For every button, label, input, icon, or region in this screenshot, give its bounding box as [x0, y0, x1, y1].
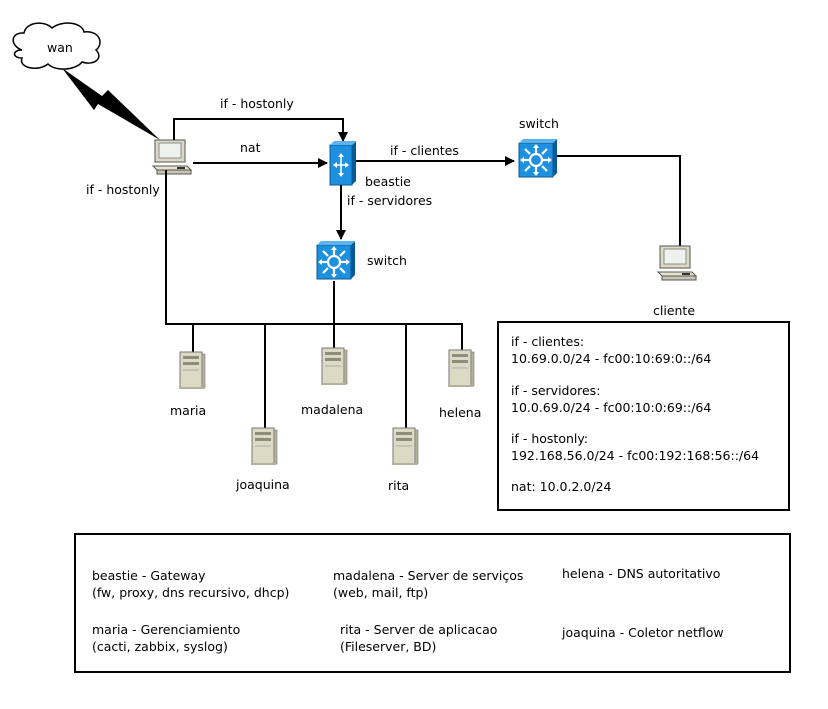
joaquina-server-icon: [250, 427, 278, 466]
gateway-pc-icon: [152, 139, 192, 175]
legend-box: beastie - Gateway (fw, proxy, dns recurs…: [74, 533, 791, 673]
legend-beastie-detail: (fw, proxy, dns recursivo, dhcp): [92, 585, 290, 600]
gateway-hostonly-label: if - hostonly: [86, 182, 160, 197]
cliente-label: cliente: [653, 303, 695, 318]
subnet-info-box: if - clientes: 10.69.0.0/24 - fc00:10:69…: [497, 321, 790, 511]
rita-server-icon: [391, 427, 419, 466]
wan-cloud: [12, 22, 101, 70]
maria-server-icon: [178, 351, 206, 390]
maria-label: maria: [170, 403, 206, 418]
legend-maria-title: maria - Gerenciamiento: [92, 622, 241, 637]
legend-madalena-title: madalena - Server de serviços: [333, 568, 524, 583]
madalena-label: madalena: [301, 402, 363, 417]
subnet-clientes-name: if - clientes:: [511, 334, 585, 349]
legend-maria-detail: (cacti, zabbix, syslog): [92, 639, 228, 654]
beastie-gateway-icon: [329, 141, 356, 186]
subnet-servidores-value: 10.0.69.0/24 - fc00:10:0:69::/64: [511, 400, 712, 415]
switch-mid-label: switch: [367, 253, 407, 268]
legend-joaquina-title: joaquina - Coletor netflow: [562, 625, 724, 640]
subnet-clientes-value: 10.69.0.0/24 - fc00:10:69:0::/64: [511, 351, 712, 366]
subnet-servidores-name: if - servidores:: [511, 383, 601, 398]
legend-rita-title: rita - Server de aplicacao: [340, 622, 498, 637]
clientes-link-label: if - clientes: [390, 143, 459, 158]
servidores-label: if - servidores: [347, 193, 432, 208]
subnet-nat: nat: 10.0.2.0/24: [511, 479, 612, 494]
subnet-hostonly-value: 192.168.56.0/24 - fc00:192:168:56::/64: [511, 448, 760, 463]
legend-beastie-title: beastie - Gateway: [92, 568, 206, 583]
switch-top-icon: [517, 137, 559, 179]
cliente-link: [557, 155, 681, 246]
server-bus: [165, 170, 463, 428]
hostonly-link: [173, 118, 348, 142]
switch-top-label: switch: [519, 116, 559, 131]
wan-label: wan: [47, 40, 73, 55]
nat-label: nat: [240, 140, 261, 155]
madalena-server-icon: [320, 347, 348, 386]
joaquina-label: joaquina: [235, 477, 290, 492]
legend-madalena-detail: (web, mail, ftp): [333, 585, 429, 600]
switch-mid-icon: [315, 239, 357, 281]
helena-server-icon: [447, 349, 475, 388]
legend-helena-title: helena - DNS autoritativo: [562, 566, 721, 581]
subnet-hostonly-name: if - hostonly:: [511, 431, 589, 446]
beastie-label: beastie: [365, 174, 411, 189]
legend-rita-detail: (Fileserver, BD): [340, 639, 437, 654]
wan-link: [62, 68, 160, 140]
helena-label: helena: [439, 405, 481, 420]
hostonly-top-label: if - hostonly: [220, 96, 294, 111]
rita-label: rita: [388, 478, 409, 493]
cliente-pc-icon: [657, 245, 697, 281]
